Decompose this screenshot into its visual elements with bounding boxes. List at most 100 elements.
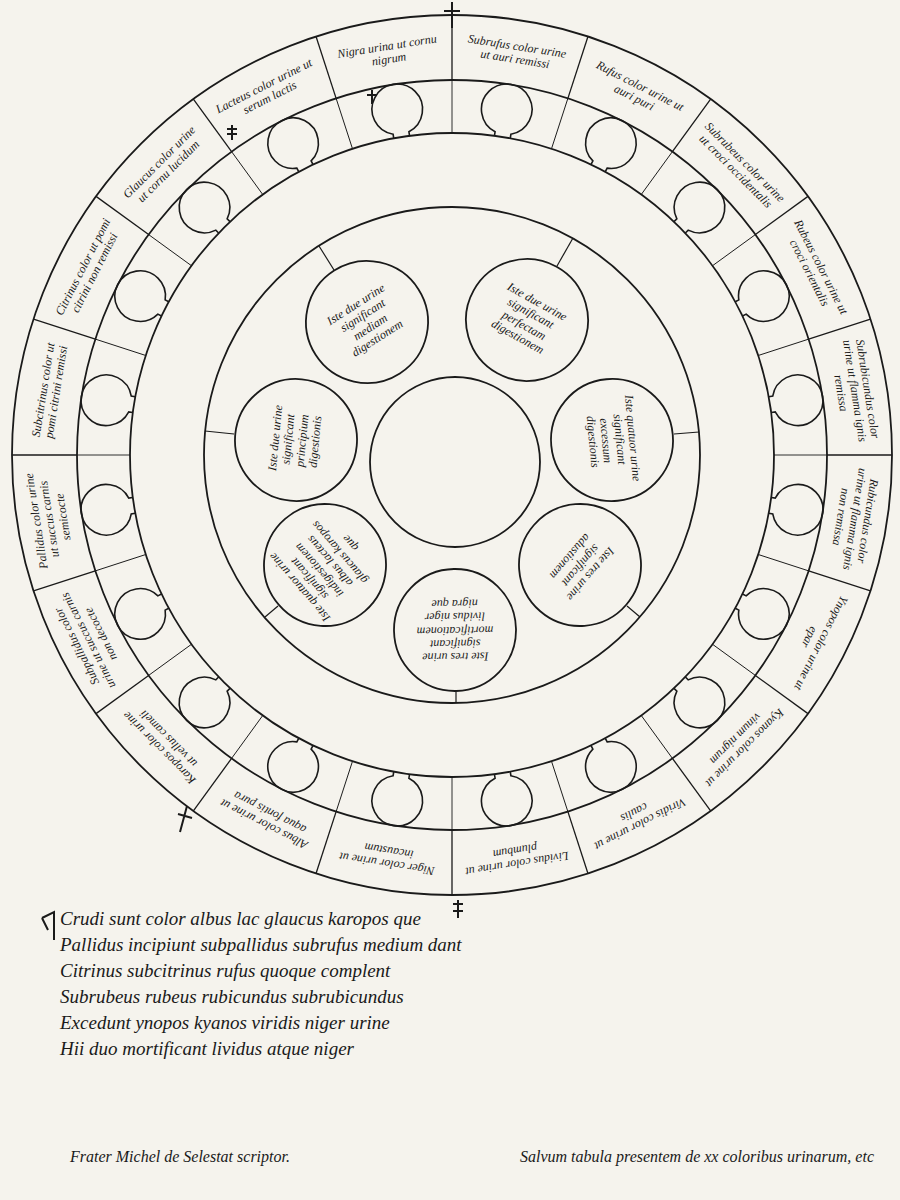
urine-flask (259, 109, 328, 179)
flask-divider (95, 339, 145, 355)
circle-outline (239, 479, 411, 651)
ink-mark (227, 125, 237, 140)
verse-line: Excedunt ynopos kyanos viridis niger uri… (60, 1012, 390, 1034)
segment-divider (34, 319, 96, 339)
urine-flask (576, 730, 645, 800)
segment-divider (809, 319, 871, 339)
leader-line (674, 432, 699, 434)
flask-divider (95, 555, 145, 571)
segment-divider (34, 571, 96, 591)
flask-divider (336, 761, 352, 811)
digestion-circle: Iste quatuor urine significant indigesti… (238, 478, 413, 653)
color-segment: Citrinus color ut pomi citrini non remis… (38, 207, 141, 333)
urine-flask (662, 172, 735, 245)
segment-text: Subrufus color urine ut auri remissi (460, 31, 571, 74)
flask-divider (758, 339, 808, 355)
segment-text: Citrinus color ut pomi citrini non remis… (53, 216, 126, 324)
ink-mark (178, 806, 192, 832)
ink-mark (367, 90, 377, 104)
circle-outline (546, 374, 679, 507)
leader-line (319, 246, 334, 270)
segment-text: Glaucus color urine ut cornu lucidum (116, 119, 211, 214)
circle-text: Iste quatuor urine significant excessum … (581, 394, 643, 487)
urine-flask (368, 80, 426, 141)
color-segment: Subrufus color urine ut auri remissi (456, 16, 576, 91)
segment-text: Ynopos color urine ut epar (778, 586, 851, 694)
cross-mark (444, 10, 460, 12)
flask-divider (552, 761, 568, 811)
leader-line (205, 431, 234, 434)
flask-divider (232, 152, 263, 195)
segment-divider (316, 812, 336, 874)
urine-flask (727, 262, 797, 331)
colophon-text: Frater Michel de Selestat scriptor. (70, 1148, 290, 1166)
color-segment: Rubicundus color urine ut flamma ignis n… (817, 459, 892, 579)
segment-text: Karopos color urine ut vellus cameli (116, 695, 211, 790)
leader-line (265, 606, 278, 617)
outer-ring (12, 15, 892, 895)
segment-text: Lacteus color urine ut serum lactis (213, 56, 321, 129)
color-segment: Kyanos color urine ut vinum nigrum (680, 683, 800, 803)
segment-text: Albus color urine ut aqua fontis pura (213, 781, 321, 854)
flask-divider (232, 716, 263, 759)
flask-divider (774, 455, 827, 456)
flask-divider (758, 555, 808, 571)
flask-divider (713, 644, 756, 675)
segment-text: Pallidus color urine ut succus carnis se… (22, 462, 79, 575)
color-segment: Karopos color urine ut vellus cameli (104, 683, 224, 803)
ink-mark (453, 900, 463, 918)
cross-mark (451, 2, 453, 28)
segment-text: Subrubicundus color urine ut flamma igni… (825, 335, 882, 448)
center-circle (370, 377, 540, 547)
segment-text: Rufus color urine ut auri puri (583, 56, 691, 129)
flask-divider (641, 152, 672, 195)
color-segment: Subrubicundus color urine ut flamma igni… (817, 331, 892, 451)
segment-text: Niger color urine ut incaustum (333, 835, 444, 878)
text-band-ring (77, 80, 827, 830)
leader-line (455, 692, 456, 703)
verse-line: Subrubeus rubeus rubicundus subrubicundu… (60, 986, 404, 1008)
circle-outline (393, 568, 517, 692)
digestion-circle: Iste due urine significant perfectam dig… (443, 236, 612, 405)
color-segment: Subpallidus color urine ut succus carnis… (38, 577, 141, 703)
flask-divider (149, 644, 192, 675)
urine-flask (106, 579, 176, 648)
urine-flask (766, 371, 827, 429)
urine-flask (477, 80, 535, 141)
segment-text: Rubicundus color urine ut flamma ignis n… (825, 462, 882, 575)
verse-line: Hii duo mortificant lividus atque niger (60, 1038, 354, 1060)
color-segment: Lacteus color urine ut serum lactis (204, 41, 330, 144)
paragraph-mark (42, 912, 54, 940)
color-segment: Subrubeus color urine ut croci occidenta… (680, 107, 800, 227)
circle-outline (444, 237, 610, 403)
leader-line (557, 238, 573, 266)
color-segment: Niger color urine ut incaustum (328, 820, 448, 895)
color-segment: Rubeus color urine ut croci orientalis (763, 207, 866, 333)
urine-flask (766, 480, 827, 538)
urine-flask (77, 480, 138, 538)
urine-flask (477, 769, 535, 830)
urine-flask (727, 579, 797, 648)
inner-ring (204, 207, 700, 703)
flask-divider (552, 98, 568, 148)
segment-text: Subpallidus color urine ut succus carnis… (47, 582, 132, 697)
color-segment: Rufus color urine ut auri puri (574, 41, 700, 144)
segment-text: Nigra urina ut cornu nigrum (333, 31, 444, 74)
color-segment: Glaucus color urine ut cornu lucidum (104, 107, 224, 227)
color-segment: Pallidus color urine ut succus carnis se… (13, 459, 88, 579)
segment-divider (568, 37, 588, 99)
urine-flask (259, 730, 328, 800)
circle-outline (494, 479, 666, 651)
color-segment: Subcitrinus color ut pomi citrini remiss… (13, 331, 88, 451)
flask-divider (452, 777, 453, 830)
verse-line: Pallidus incipiunt subpallidus subrufus … (60, 934, 462, 956)
segment-divider (809, 571, 871, 591)
segment-divider (316, 37, 336, 99)
color-segment: Ynopos color urine ut epar (763, 577, 866, 703)
circle-outline (229, 373, 362, 506)
segment-divider (451, 830, 452, 895)
digestion-circle: Iste tres urine significant mortificatio… (392, 567, 518, 693)
digestion-circle: Iste tres urine significant adustionem (493, 478, 668, 653)
flask-divider (452, 80, 453, 133)
